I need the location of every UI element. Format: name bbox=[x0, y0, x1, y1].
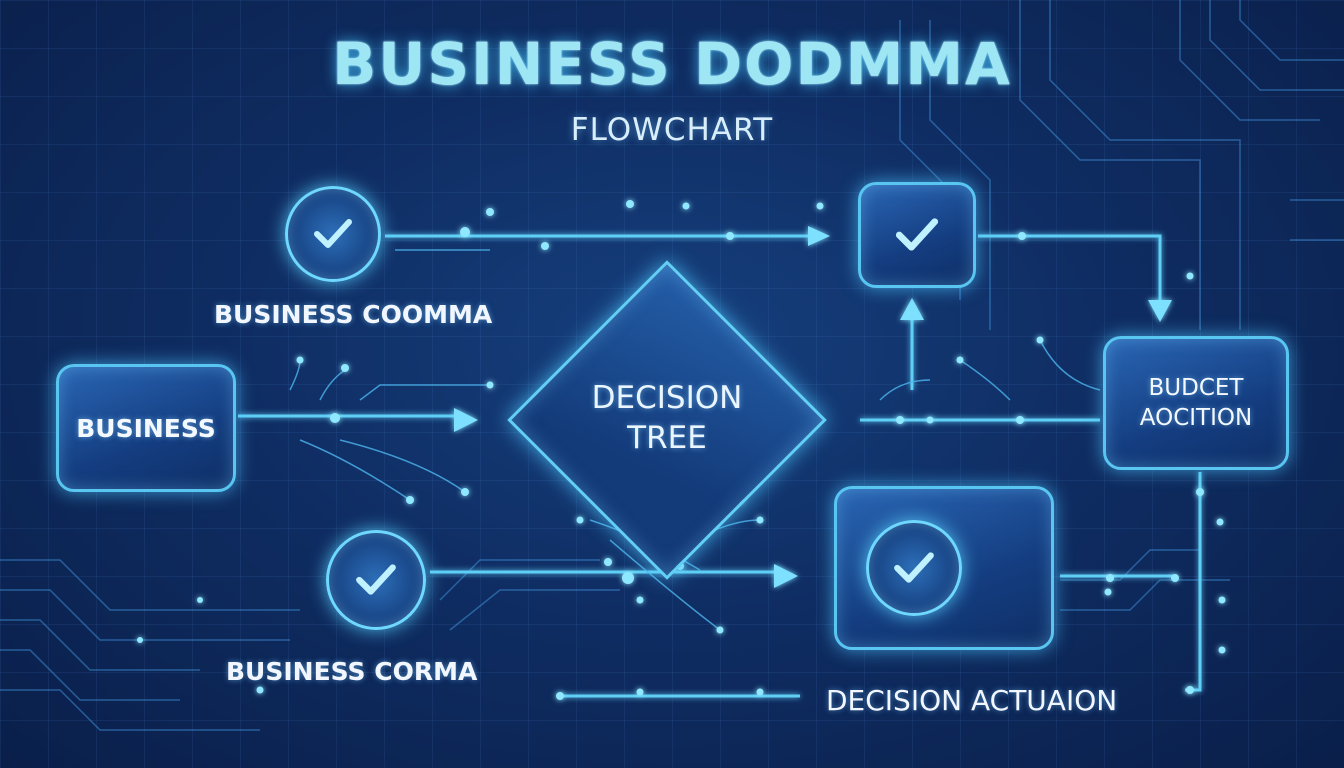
business-coomma-label: BUSINESS COOMMA bbox=[214, 300, 493, 329]
business-corma-node[interactable] bbox=[326, 530, 426, 630]
decision-actuaion-check bbox=[866, 520, 962, 616]
checkmark-icon bbox=[356, 564, 396, 595]
checkmark-icon bbox=[314, 219, 352, 248]
decision-tree-line2: TREE bbox=[627, 420, 707, 456]
business-node-label: BUSINESS bbox=[76, 413, 216, 443]
decision-tree-line1: DECISION bbox=[591, 380, 743, 416]
circuit-traces bbox=[0, 0, 1344, 731]
budget-line1: BUDCET bbox=[1148, 375, 1244, 401]
budget-line2: AOCITION bbox=[1139, 405, 1253, 431]
budget-node[interactable]: BUDCET AOCITION bbox=[1103, 336, 1289, 470]
flow-arrows bbox=[238, 234, 1202, 698]
arrow-heads bbox=[454, 226, 1172, 588]
decision-tree-label: DECISION TREE bbox=[560, 378, 774, 458]
business-node[interactable]: BUSINESS bbox=[56, 364, 236, 492]
top-check-node[interactable] bbox=[858, 182, 976, 288]
business-coomma-node[interactable] bbox=[285, 186, 381, 282]
page-subtitle: FLOWCHART bbox=[570, 112, 774, 148]
page-title: BUSINESS DODMMA bbox=[332, 30, 1012, 98]
business-corma-label: BUSINESS CORMA bbox=[226, 657, 478, 686]
glow-dots bbox=[137, 200, 1226, 700]
checkmark-icon bbox=[895, 218, 939, 251]
branch-traces bbox=[289, 249, 1101, 631]
decision-actuaion-label: DECISION ACTUAION bbox=[826, 684, 1118, 717]
decision-actuaion-node[interactable] bbox=[834, 486, 1054, 650]
checkmark-icon bbox=[894, 552, 934, 583]
